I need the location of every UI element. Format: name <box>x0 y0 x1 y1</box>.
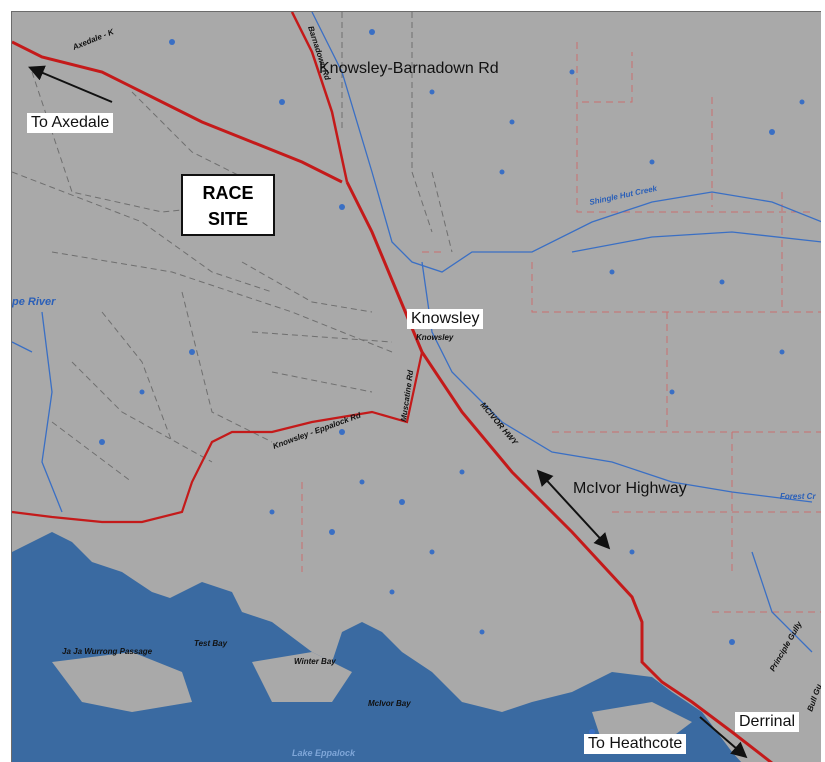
axedale-road <box>12 40 343 184</box>
race-site-line-2: SITE <box>207 209 248 229</box>
base-label-ja-ja-wurrong: Ja Ja Wurrong Passage <box>62 647 153 656</box>
lake-eppalock <box>12 532 742 762</box>
base-label-test-bay: Test Bay <box>194 639 228 648</box>
lake-inlet-mid <box>162 582 242 632</box>
to-heathcote-arrow <box>699 716 748 759</box>
to-axedale-arrow <box>28 65 113 103</box>
base-label-mcivor-bay: McIvor Bay <box>368 699 411 708</box>
lake-island-1 <box>52 652 192 712</box>
knowsley-barnadown-road <box>290 12 349 183</box>
to-axedale-label: To Axedale <box>27 113 114 133</box>
knowsley-barnadown-label: Knowsley-Barnadown Rd <box>319 60 499 77</box>
map-canvas[interactable]: Axedale - K Barnadown Rd Shingle Hut Cre… <box>12 12 821 762</box>
race-site-line-1: RACE <box>202 183 254 203</box>
mcivor-highway-label: McIvor Highway <box>573 480 687 497</box>
mcivor-highway <box>345 181 773 762</box>
property-boundaries <box>301 42 821 613</box>
base-label-lake-eppalock: Lake Eppalock <box>292 748 356 758</box>
streams <box>12 12 821 653</box>
base-label-winter-bay: Winter Bay <box>294 657 336 666</box>
lake-inlet-left <box>12 592 82 712</box>
farm-dams <box>99 29 805 735</box>
derrinal-label: Derrinal <box>735 712 800 732</box>
knowsley-label: Knowsley <box>407 309 484 329</box>
base-label-knowsley-town: Knowsley <box>416 333 454 342</box>
to-heathcote-label: To Heathcote <box>584 734 687 754</box>
roads <box>12 12 773 762</box>
knowsley-eppalock-road <box>12 351 424 524</box>
base-label-river-left: pe River <box>12 296 56 308</box>
base-label-forest-creek: Forest Cr <box>780 492 816 501</box>
lake-island-2 <box>252 652 352 702</box>
mcivor-highway-arrow <box>536 469 611 550</box>
map-frame[interactable]: Axedale - K Barnadown Rd Shingle Hut Cre… <box>11 11 821 762</box>
race-site-label: RACE SITE <box>181 174 275 236</box>
